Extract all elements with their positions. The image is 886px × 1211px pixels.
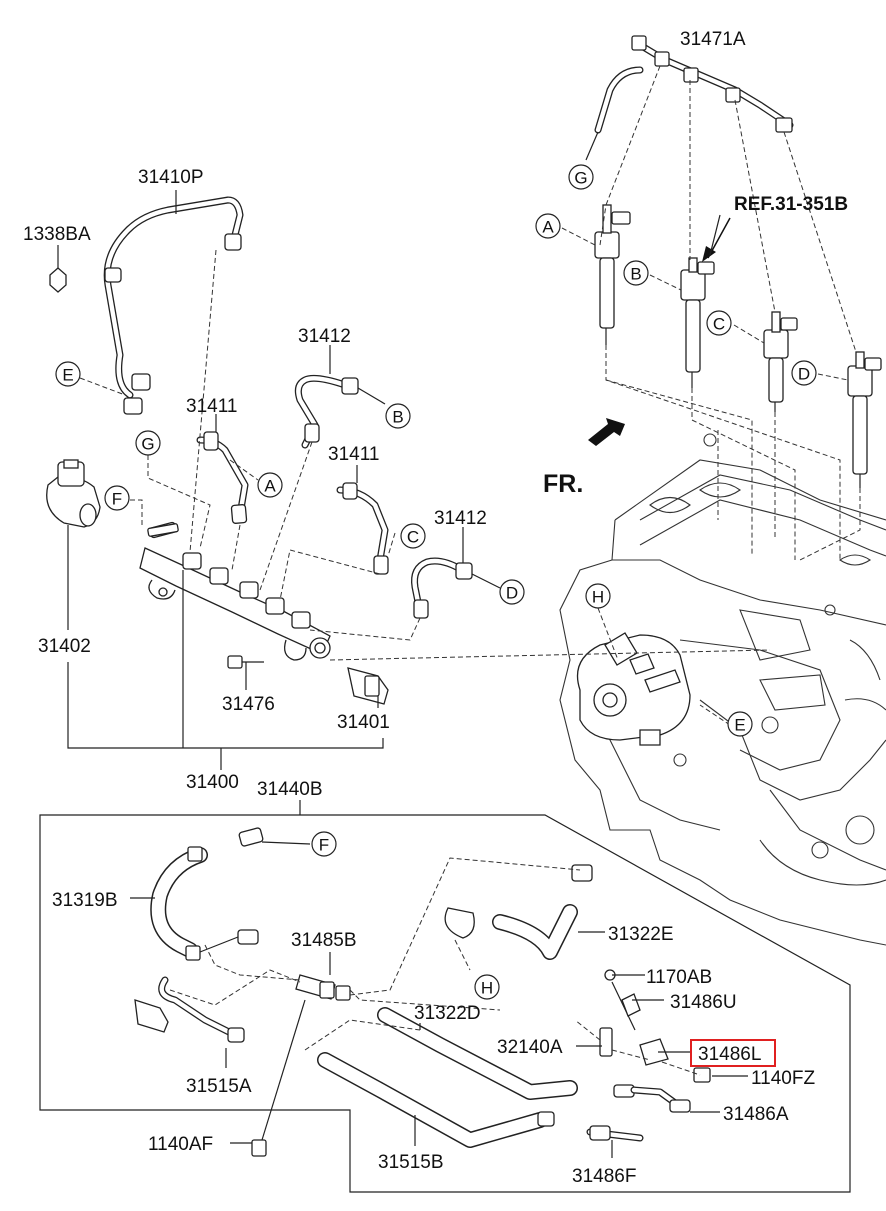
callout-e-engine: E xyxy=(727,711,753,737)
label-31471A: 31471A xyxy=(680,29,746,50)
label-31411-b: 31411 xyxy=(328,444,379,465)
leader-lines-upper xyxy=(57,190,721,815)
hose-31515B xyxy=(317,1052,644,1148)
label-front: FR. xyxy=(543,470,583,498)
hose-31319B xyxy=(150,827,264,961)
rail-return-connector xyxy=(147,523,179,537)
label-31486L: 31486L xyxy=(698,1044,761,1065)
label-1140AF: 1140AF xyxy=(148,1134,213,1155)
callout-d-injector: D xyxy=(791,360,817,386)
callout-h-engine: H xyxy=(585,583,611,609)
injector-d xyxy=(847,351,882,488)
svg-text:H: H xyxy=(481,979,493,998)
rail-pressure-sensor xyxy=(347,667,389,705)
pressure-regulator xyxy=(46,459,101,528)
label-31486U: 31486U xyxy=(670,992,737,1013)
label-1170AB: 1170AB xyxy=(646,967,712,988)
callout-c-pipe: C xyxy=(400,523,426,549)
svg-text:F: F xyxy=(319,836,329,855)
fuel-line-box xyxy=(39,814,851,1193)
label-32140A: 32140A xyxy=(497,1037,563,1058)
svg-text:G: G xyxy=(574,169,587,188)
label-31440B: 31440B xyxy=(257,779,323,800)
leader-lines-lower xyxy=(130,841,748,1158)
callout-b-pipe: B xyxy=(385,403,411,429)
svg-text:F: F xyxy=(112,490,122,509)
svg-text:D: D xyxy=(506,584,518,603)
injector-a xyxy=(594,204,631,345)
label-31486F: 31486F xyxy=(572,1166,636,1187)
label-31402: 31402 xyxy=(38,636,91,657)
svg-text:E: E xyxy=(62,366,73,385)
label-31401: 31401 xyxy=(337,712,390,733)
callout-d-pipe: D xyxy=(499,579,525,605)
label-31319B: 31319B xyxy=(52,890,118,911)
svg-text:D: D xyxy=(798,365,810,384)
callout-b-injector: B xyxy=(623,260,649,286)
return-dash-lines xyxy=(605,65,857,353)
label-31476: 31476 xyxy=(222,694,275,715)
hose-31322D xyxy=(377,1007,691,1113)
return-tube-31410P xyxy=(49,196,244,415)
label-1140FZ: 1140FZ xyxy=(751,1068,815,1089)
injector-pipes xyxy=(196,374,501,619)
svg-text:G: G xyxy=(141,435,154,454)
label-31322D: 31322D xyxy=(414,1003,481,1024)
connector-31485B xyxy=(251,974,351,1157)
fuel-pump xyxy=(576,632,691,746)
callout-a-pipe: A xyxy=(257,472,283,498)
label-31486A: 31486A xyxy=(723,1104,789,1125)
callout-g-left: G xyxy=(135,430,161,456)
hose-31515A xyxy=(134,976,245,1043)
label-31515B: 31515B xyxy=(378,1152,444,1173)
callout-c-injector: C xyxy=(706,310,732,336)
label-31410P: 31410P xyxy=(138,167,204,188)
label-31412-b: 31412 xyxy=(434,508,487,529)
label-31412-top: 31412 xyxy=(298,326,351,347)
svg-text:C: C xyxy=(407,528,419,547)
svg-text:B: B xyxy=(630,265,641,284)
label-31515A: 31515A xyxy=(186,1076,252,1097)
dashed-lines-lower xyxy=(169,857,701,1076)
label-31400: 31400 xyxy=(186,772,239,793)
callout-a-injector: A xyxy=(535,213,561,239)
callout-g-top: G xyxy=(568,164,594,190)
ref-arrowhead xyxy=(702,246,716,262)
callout-f-lower: F xyxy=(311,831,337,857)
svg-text:C: C xyxy=(713,315,725,334)
highlight-box-31486L xyxy=(690,1039,776,1067)
fuel-rail xyxy=(139,521,331,661)
injector-drop-lines xyxy=(605,345,861,561)
svg-text:A: A xyxy=(542,218,554,237)
svg-text:A: A xyxy=(264,477,276,496)
svg-text:B: B xyxy=(392,408,403,427)
label-1338BA: 1338BA xyxy=(23,224,91,245)
label-31485B: 31485B xyxy=(291,930,357,951)
return-hose-assembly xyxy=(585,35,794,161)
injector-c xyxy=(763,311,798,412)
dashed-lines-upper xyxy=(79,204,849,726)
front-arrow xyxy=(588,418,625,446)
callout-h-lower: H xyxy=(474,974,500,1000)
callout-e-left: E xyxy=(55,361,81,387)
svg-text:E: E xyxy=(734,716,745,735)
hose-31322E xyxy=(444,864,593,960)
callouts: G A B C D E B G xyxy=(55,164,817,1000)
label-31322E: 31322E xyxy=(608,924,674,945)
svg-text:H: H xyxy=(592,588,604,607)
injector-b xyxy=(680,257,715,388)
part-labels: 31471A REF.31-351B 31410P 1338BA 31412 3… xyxy=(23,29,848,1187)
label-ref-31-351B: REF.31-351B xyxy=(734,194,848,215)
callout-f-rail: F xyxy=(104,485,130,511)
label-31411-a: 31411 xyxy=(186,396,237,417)
